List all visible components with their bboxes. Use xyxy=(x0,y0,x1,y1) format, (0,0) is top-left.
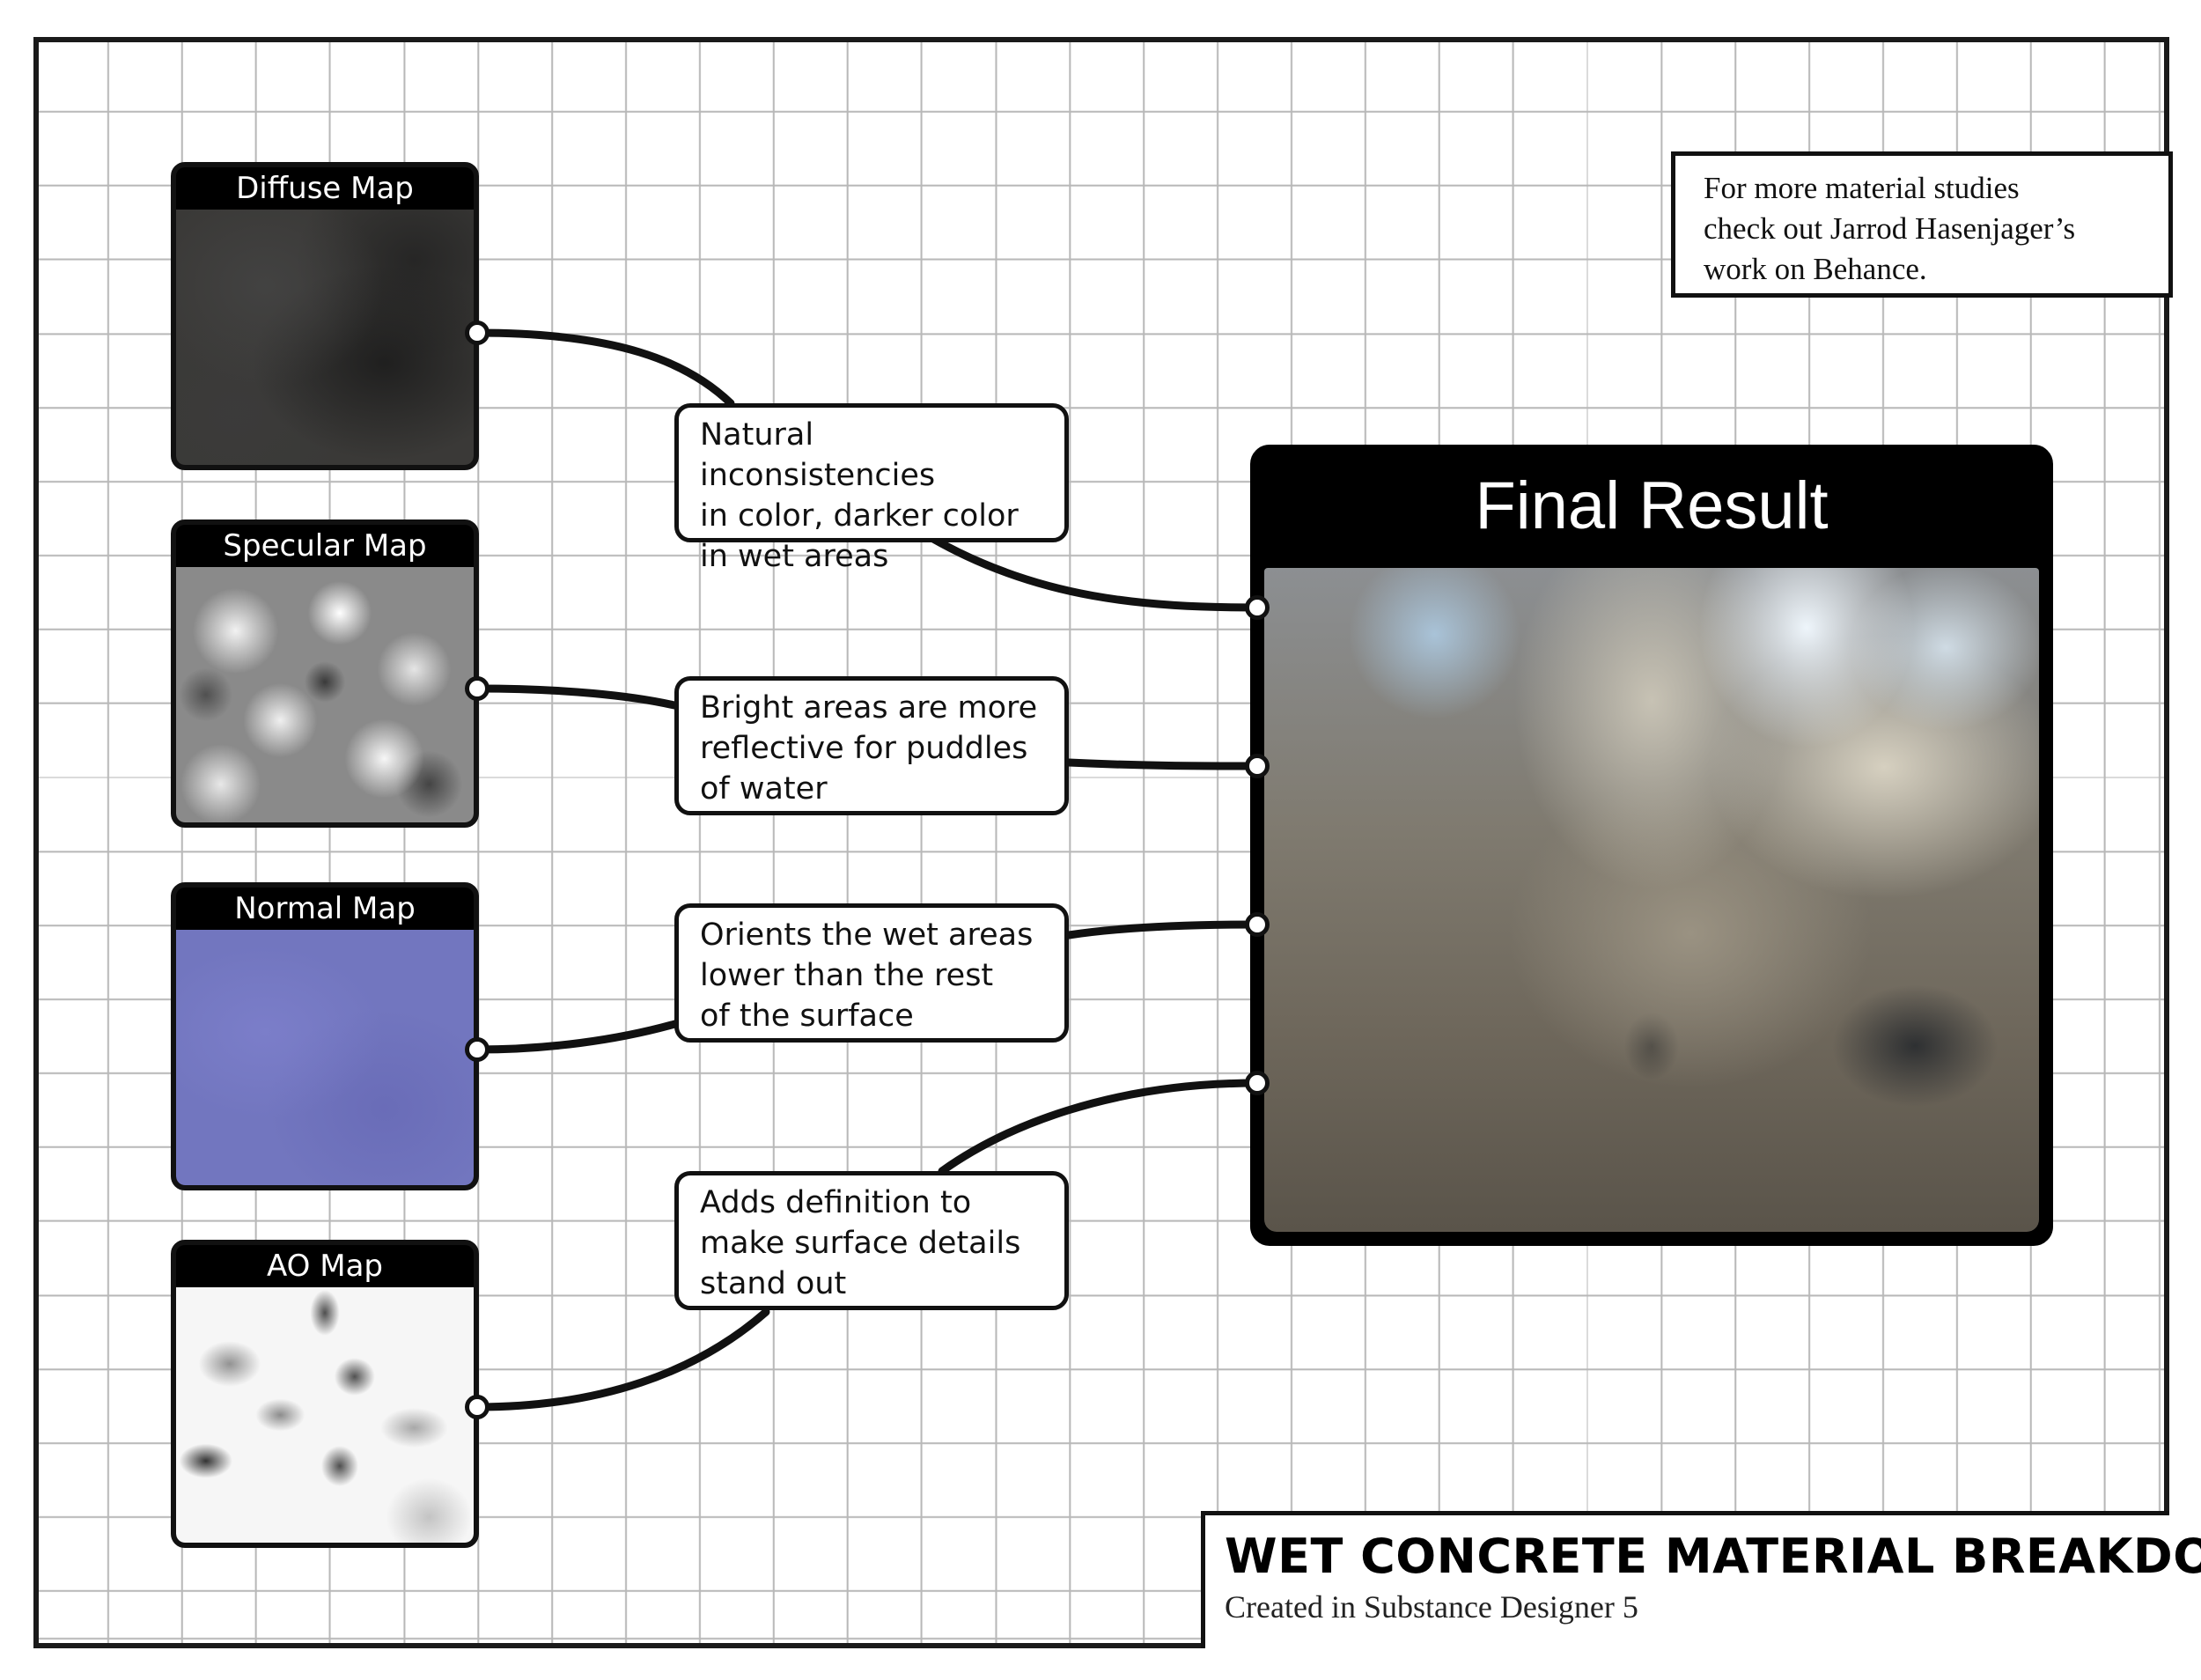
wire-specular-to-callout xyxy=(473,684,682,711)
title-block: WET CONCRETE MATERIAL BREAKDOWN Created … xyxy=(1201,1511,2201,1648)
callout-ao-line: Adds definition to xyxy=(700,1185,972,1220)
callout-diffuse-line: in color, darker color xyxy=(700,498,1019,534)
ao-map-title: AO Map xyxy=(176,1245,474,1287)
callout-normal: Orients the wet areas lower than the res… xyxy=(674,903,1069,1043)
callout-ao-line: make surface details xyxy=(700,1226,1021,1261)
ao-output-port[interactable] xyxy=(465,1395,490,1419)
specular-map-title: Specular Map xyxy=(176,525,474,567)
diffuse-map-texture xyxy=(176,210,474,465)
final-result-title: Final Result xyxy=(1475,468,1829,543)
callout-specular-line: of water xyxy=(700,771,828,807)
specular-map-texture xyxy=(176,567,474,822)
final-result-render xyxy=(1264,568,2039,1232)
callout-ao-line: stand out xyxy=(700,1266,847,1301)
callout-specular: Bright areas are more reflective for pud… xyxy=(674,676,1069,815)
callout-ao: Adds definition to make surface details … xyxy=(674,1171,1069,1310)
ao-map-texture xyxy=(176,1287,474,1543)
callout-normal-line: Orients the wet areas xyxy=(700,917,1034,953)
callout-specular-line: Bright areas are more xyxy=(700,690,1038,726)
ao-map-node[interactable]: AO Map xyxy=(171,1240,479,1548)
callout-diffuse-line: in wet areas xyxy=(700,539,889,574)
diffuse-map-node[interactable]: Diffuse Map xyxy=(171,162,479,470)
result-input-port-normal[interactable] xyxy=(1245,912,1270,937)
result-input-port-diffuse[interactable] xyxy=(1245,595,1270,620)
wire-callout-to-result-1 xyxy=(929,534,1262,612)
behance-note: For more material studies check out Jarr… xyxy=(1671,151,2173,298)
callout-normal-line: of the surface xyxy=(700,998,914,1034)
diffuse-output-port[interactable] xyxy=(465,321,490,345)
note-line: For more material studies xyxy=(1704,171,2020,205)
normal-output-port[interactable] xyxy=(465,1037,490,1062)
wire-diffuse-to-callout xyxy=(473,328,735,408)
page-subtitle: Created in Substance Designer 5 xyxy=(1225,1589,1638,1625)
wire-result-3-to-callout xyxy=(1064,920,1262,939)
page-title: WET CONCRETE MATERIAL BREAKDOWN xyxy=(1225,1529,2201,1584)
normal-map-title: Normal Map xyxy=(176,888,474,930)
callout-diffuse: Natural inconsistencies in color, darker… xyxy=(674,403,1069,574)
diffuse-map-title: Diffuse Map xyxy=(176,167,474,210)
wire-callout-to-ao xyxy=(473,1308,770,1411)
wire-result-4-to-callout xyxy=(938,1079,1262,1175)
specular-map-node[interactable]: Specular Map xyxy=(171,519,479,828)
result-input-port-specular[interactable] xyxy=(1245,754,1270,778)
normal-map-node[interactable]: Normal Map xyxy=(171,882,479,1190)
wire-callout-to-result-2 xyxy=(1064,758,1262,770)
callout-diffuse-line: Natural inconsistencies xyxy=(700,417,936,493)
callout-normal-line: lower than the rest xyxy=(700,958,994,993)
result-input-port-ao[interactable] xyxy=(1245,1071,1270,1095)
callout-specular-line: reflective for puddles xyxy=(700,731,1028,766)
wire-callout-to-normal xyxy=(473,1019,682,1054)
note-line: check out Jarrod Hasenjager’s xyxy=(1704,211,2076,246)
note-line: work on Behance. xyxy=(1704,252,1927,286)
specular-output-port[interactable] xyxy=(465,676,490,701)
normal-map-texture xyxy=(176,930,474,1185)
final-result-node[interactable]: Final Result xyxy=(1250,445,2053,1246)
